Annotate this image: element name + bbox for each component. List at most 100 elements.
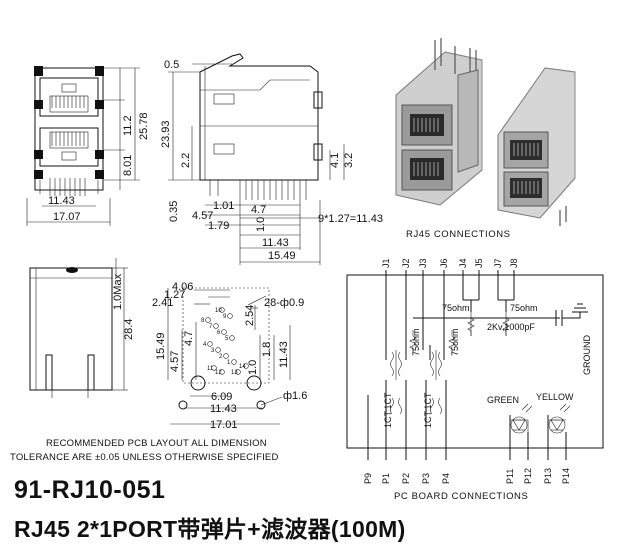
side-view-2 bbox=[29, 258, 128, 398]
side-dim-right-2: 3.2 bbox=[343, 153, 355, 168]
pcb-pin-hole bbox=[205, 317, 211, 323]
photo-caption: RJ45 CONNECTIONS bbox=[406, 229, 511, 240]
side-dim-7: 15.49 bbox=[268, 250, 296, 262]
schematic-bottom-pin-label: P13 bbox=[543, 468, 553, 484]
front-dim-upper-height: 11.2 bbox=[122, 115, 134, 136]
pcb-pin-label: 12 bbox=[215, 370, 222, 376]
side-dim-pitch: 9*1.27=11.43 bbox=[318, 213, 383, 225]
schematic-top-pin-label: J8 bbox=[509, 258, 519, 268]
pcb-dim-i: 1.8 bbox=[261, 342, 273, 357]
pcb-pin-hole bbox=[227, 313, 233, 319]
pcb-pin-label: 1 bbox=[227, 360, 231, 366]
front-dim-lower-height: 8.01 bbox=[122, 155, 134, 176]
pcb-dim-hole-big: ф1.6 bbox=[283, 390, 307, 402]
pcb-dim-e: 15.49 bbox=[155, 332, 167, 360]
pcb-pin-label: 11 bbox=[207, 366, 214, 372]
pcb-pin-label: 2 bbox=[219, 354, 223, 360]
resistor-4-label: 75ohm bbox=[450, 328, 460, 356]
pcb-pin-hole bbox=[211, 365, 217, 371]
side2-dim-height: 28.4 bbox=[123, 319, 135, 340]
schematic bbox=[346, 270, 604, 460]
schematic-caption: PC BOARD CONNECTIONS bbox=[394, 491, 528, 502]
part-description: RJ45 2*1PORT带弹片+滤波器(100M) bbox=[14, 516, 406, 542]
part-number: 91-RJ10-051 bbox=[14, 476, 166, 504]
pcb-dim-k: 6.09 bbox=[211, 391, 232, 403]
led-yellow-label: YELLOW bbox=[536, 392, 574, 402]
pcb-pin-hole bbox=[219, 369, 225, 375]
pcb-dim-a: 4.06 bbox=[172, 281, 193, 293]
pcb-pin-label: 14 bbox=[239, 364, 246, 370]
pcb-dim-m: 17.01 bbox=[210, 419, 238, 431]
pcb-pin-label: 3 bbox=[211, 348, 215, 354]
schematic-bottom-pin-label: P2 bbox=[401, 473, 411, 484]
pcb-pin-hole bbox=[215, 347, 221, 353]
schematic-top-pin-label: J5 bbox=[474, 258, 484, 268]
pcb-pin-label: 7 bbox=[209, 324, 213, 330]
side-dim-4: 4.7 bbox=[251, 204, 266, 216]
schematic-top-pin-label: J3 bbox=[418, 258, 428, 268]
schematic-bottom-pin-label: P11 bbox=[505, 469, 515, 484]
resistor-1-label: 75ohm bbox=[442, 303, 470, 313]
pcb-pin-hole bbox=[219, 307, 225, 313]
pcb-pin-label: 9 bbox=[223, 314, 227, 320]
pcb-pin-hole bbox=[213, 323, 219, 329]
pcb-pin-hole bbox=[223, 353, 229, 359]
note-line-1: RECOMMENDED PCB LAYOUT ALL DIMENSION bbox=[46, 438, 267, 449]
schematic-bottom-pin-label: P12 bbox=[523, 468, 533, 484]
connector-photo-2 bbox=[497, 67, 576, 226]
pcb-dim-holes: 28-ф0.9 bbox=[264, 297, 304, 309]
schematic-top-pin-label: J2 bbox=[401, 258, 411, 268]
schematic-top-pin-label: J7 bbox=[493, 258, 503, 268]
pcb-dim-d: 2.54 bbox=[244, 305, 256, 326]
connector-photo-1 bbox=[395, 38, 483, 206]
ground-label: GROUND bbox=[582, 335, 592, 375]
pcb-dim-b: 1.27 bbox=[164, 289, 185, 301]
front-dim-outer-width: 17.07 bbox=[53, 211, 81, 223]
side-dim-bottom: 0.35 bbox=[168, 201, 180, 222]
pcb-pin-hole bbox=[231, 359, 237, 365]
side-dim-tab: 0.5 bbox=[164, 59, 179, 71]
led-green-label: GREEN bbox=[487, 395, 519, 405]
side-view bbox=[168, 53, 345, 265]
capacitor-label: 2Kv,1000pF bbox=[487, 322, 535, 332]
side-dim-2: 4.57 bbox=[192, 210, 213, 222]
side2-dim-max: 1.0Max bbox=[112, 273, 124, 310]
pcb-pin-label: 4 bbox=[203, 342, 207, 348]
front-dim-total-height: 25.78 bbox=[138, 112, 150, 140]
pcb-pin-hole bbox=[207, 341, 213, 347]
resistor-3-label: 75ohm bbox=[411, 328, 421, 356]
side-dim-3: 1.79 bbox=[208, 220, 229, 232]
pcb-layout bbox=[167, 287, 291, 425]
pcb-pin-hole bbox=[229, 335, 235, 341]
side-dim-right-1: 4.1 bbox=[329, 153, 341, 168]
pcb-pin-label: 8 bbox=[201, 318, 205, 324]
schematic-bottom-pin-label: P9 bbox=[363, 473, 373, 484]
side-dim-6: 11.43 bbox=[262, 237, 289, 249]
note-line-2: TOLERANCE ARE ±0.05 UNLESS OTHERWISE SPE… bbox=[10, 452, 279, 463]
ct1-label: 1CT:1CT bbox=[383, 392, 393, 428]
side-dim-1: 1.01 bbox=[213, 200, 234, 212]
pcb-dim-j: 11.43 bbox=[278, 341, 290, 368]
schematic-top-labels: J1 J2 J3 J6 J4 J5 J7 J8 bbox=[381, 258, 519, 268]
pcb-pin-label: 10 bbox=[215, 308, 222, 314]
pcb-dim-f: 4.57 bbox=[169, 351, 181, 372]
pcb-pin-hole bbox=[235, 369, 241, 375]
pcb-dim-h: 1.0 bbox=[247, 360, 259, 375]
schematic-top-pin-label: J6 bbox=[439, 258, 449, 268]
pcb-pin-hole bbox=[243, 363, 249, 369]
schematic-top-pin-label: J1 bbox=[381, 258, 391, 268]
pcb-dim-l: 11.43 bbox=[210, 403, 237, 415]
front-view bbox=[26, 66, 140, 226]
pcb-dim-g: 4.7 bbox=[183, 331, 195, 346]
resistor-2-label: 75ohm bbox=[510, 303, 538, 313]
schematic-bottom-pin-label: P14 bbox=[561, 468, 571, 484]
schematic-bottom-pin-label: P4 bbox=[441, 473, 451, 484]
schematic-top-pin-label: J4 bbox=[458, 258, 468, 268]
ct2-label: 1CT:1CT bbox=[423, 392, 433, 428]
pcb-pin-label: 6 bbox=[217, 330, 221, 336]
side-dim-5: 1.0 bbox=[255, 217, 267, 232]
schematic-bottom-pin-label: P3 bbox=[421, 473, 431, 484]
